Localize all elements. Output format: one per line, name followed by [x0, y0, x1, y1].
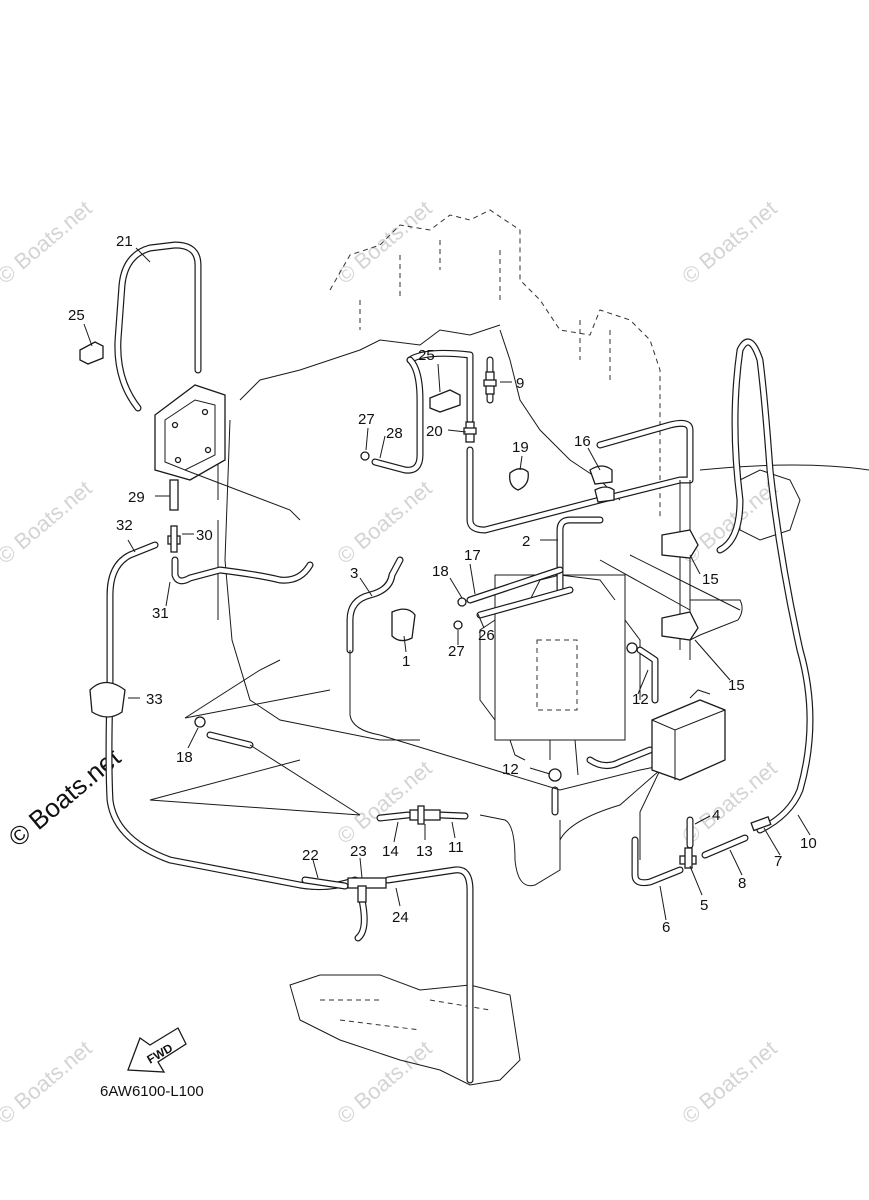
callout-21: 21 — [116, 233, 133, 250]
callout-15: 15 — [702, 571, 719, 588]
callout-3: 3 — [350, 565, 358, 582]
callout-7: 7 — [774, 853, 782, 870]
routing-lines — [149, 469, 743, 887]
callout-6: 6 — [662, 919, 670, 936]
callout-5: 5 — [700, 897, 708, 914]
callout-12: 12 — [632, 691, 649, 708]
engine-block-outline — [217, 209, 869, 1086]
callout-32: 32 — [116, 517, 133, 534]
callout-13: 13 — [416, 843, 433, 860]
callout-14: 14 — [382, 843, 399, 860]
watermark: © Boats.net — [332, 1036, 436, 1129]
callout-29: 29 — [128, 489, 145, 506]
callout-23: 23 — [350, 843, 367, 860]
callout-24: 24 — [392, 909, 409, 926]
fittings — [79, 341, 772, 903]
callout-8: 8 — [738, 875, 746, 892]
callout-9: 9 — [516, 375, 524, 392]
callout-25: 25 — [418, 347, 435, 364]
fuel-filter-housing — [154, 384, 226, 481]
callout-20: 20 — [426, 423, 443, 440]
callout-1: 1 — [402, 653, 410, 670]
callout-18: 18 — [432, 563, 449, 580]
callout-16: 16 — [574, 433, 591, 450]
watermark: © Boats.net — [677, 196, 781, 289]
callout-31: 31 — [152, 605, 169, 622]
callout-11: 11 — [448, 839, 464, 856]
callout-2: 2 — [522, 533, 530, 550]
watermark: © Boats.net — [0, 1036, 97, 1129]
callout-28: 28 — [386, 425, 403, 442]
watermark: © Boats.net — [677, 1036, 781, 1129]
callout-26: 26 — [478, 627, 495, 644]
callout-17: 17 — [464, 547, 481, 564]
callout-15: 15 — [728, 677, 745, 694]
callout-27: 27 — [358, 411, 375, 428]
callout-22: 22 — [302, 847, 319, 864]
callout-30: 30 — [196, 527, 213, 544]
callout-12: 12 — [502, 761, 519, 778]
fuel-hoses — [105, 241, 814, 1084]
diagram-code: 6AW6100-L100 — [100, 1083, 204, 1100]
callout-27: 27 — [448, 643, 465, 660]
watermark: © Boats.net — [677, 476, 781, 569]
watermark: © Boats.net — [332, 756, 436, 849]
callout-4: 4 — [712, 807, 720, 824]
watermark: © Boats.net — [332, 196, 436, 289]
callout-33: 33 — [146, 691, 163, 708]
fwd-arrow: FWD — [127, 1027, 187, 1073]
callout-25: 25 — [68, 307, 85, 324]
leader-lines — [83, 247, 811, 921]
callout-19: 19 — [512, 439, 529, 456]
callout-18: 18 — [176, 749, 193, 766]
callout-10: 10 — [800, 835, 817, 852]
watermark: © Boats.net — [332, 476, 436, 569]
callout-labels: 21 25 25 9 27 28 20 19 16 29 30 32 2 17 … — [68, 233, 817, 936]
watermark: © Boats.net — [0, 476, 97, 569]
watermark: © Boats.net — [0, 196, 97, 289]
